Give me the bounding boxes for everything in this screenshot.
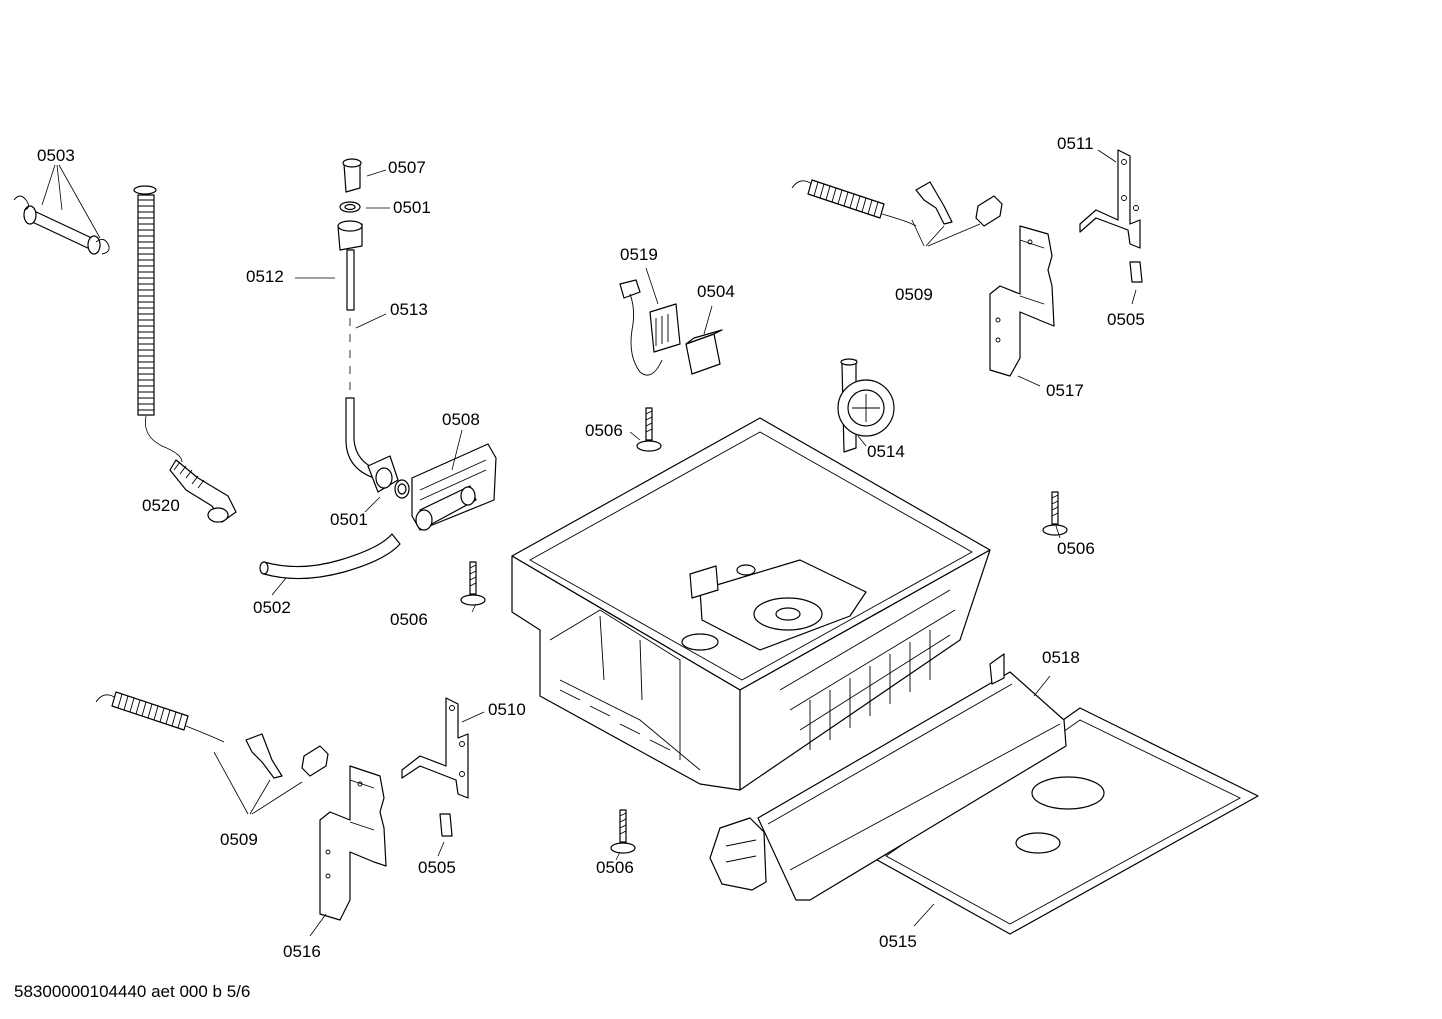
label-0516: 0516 — [283, 942, 321, 961]
label-0501-bottom: 0501 — [330, 510, 368, 529]
inlet-hose-assembly — [295, 158, 410, 513]
label-0507: 0507 — [388, 158, 426, 177]
spring-kit-0509-bottom — [95, 691, 329, 815]
sensor-cable-0519 — [619, 267, 723, 376]
bracket-0516 — [309, 765, 387, 937]
screw-0506-d — [610, 809, 636, 854]
label-0517: 0517 — [1046, 381, 1084, 400]
label-0502: 0502 — [253, 598, 291, 617]
pump-0514 — [837, 358, 895, 453]
label-0511: 0511 — [1057, 134, 1094, 153]
base-frame — [511, 417, 991, 791]
drawing-reference-footer: 58300000104440 aet 000 b 5/6 — [14, 982, 251, 1001]
label-0506-bottom: 0506 — [596, 858, 634, 877]
drain-hose-0520 — [133, 185, 237, 523]
label-0504: 0504 — [697, 282, 735, 301]
label-0506-upper: 0506 — [585, 421, 623, 440]
label-0512: 0512 — [246, 267, 284, 286]
label-0519: 0519 — [620, 245, 658, 264]
screw-0506-a — [636, 407, 662, 452]
valve-0508 — [411, 429, 497, 531]
bracket-0510 — [401, 697, 485, 857]
hose-0502 — [259, 533, 401, 596]
screw-0506-c — [460, 561, 486, 606]
label-0505-left: 0505 — [418, 858, 456, 877]
label-0515: 0515 — [879, 932, 917, 951]
label-0501-top: 0501 — [393, 198, 431, 217]
label-0520: 0520 — [142, 496, 180, 515]
label-0510: 0510 — [488, 700, 526, 719]
label-0514: 0514 — [867, 442, 905, 461]
label-0518: 0518 — [1042, 648, 1080, 667]
bracket-0511 — [1079, 149, 1143, 305]
label-0508: 0508 — [442, 410, 480, 429]
bracket-0517 — [989, 225, 1055, 387]
hose-with-clamps-0503 — [13, 164, 110, 255]
label-0506-right: 0506 — [1057, 539, 1095, 558]
spring-kit-0509-top — [791, 179, 1003, 247]
label-0509-top: 0509 — [895, 285, 933, 304]
label-0503: 0503 — [37, 146, 75, 165]
label-0509-bottom: 0509 — [220, 830, 258, 849]
label-0506-left: 0506 — [390, 610, 428, 629]
bottom-plate-0515 — [869, 707, 1259, 935]
screw-0506-b — [1042, 491, 1068, 536]
label-0505-right: 0505 — [1107, 310, 1145, 329]
label-0513: 0513 — [390, 300, 428, 319]
cover-0518 — [709, 653, 1067, 901]
